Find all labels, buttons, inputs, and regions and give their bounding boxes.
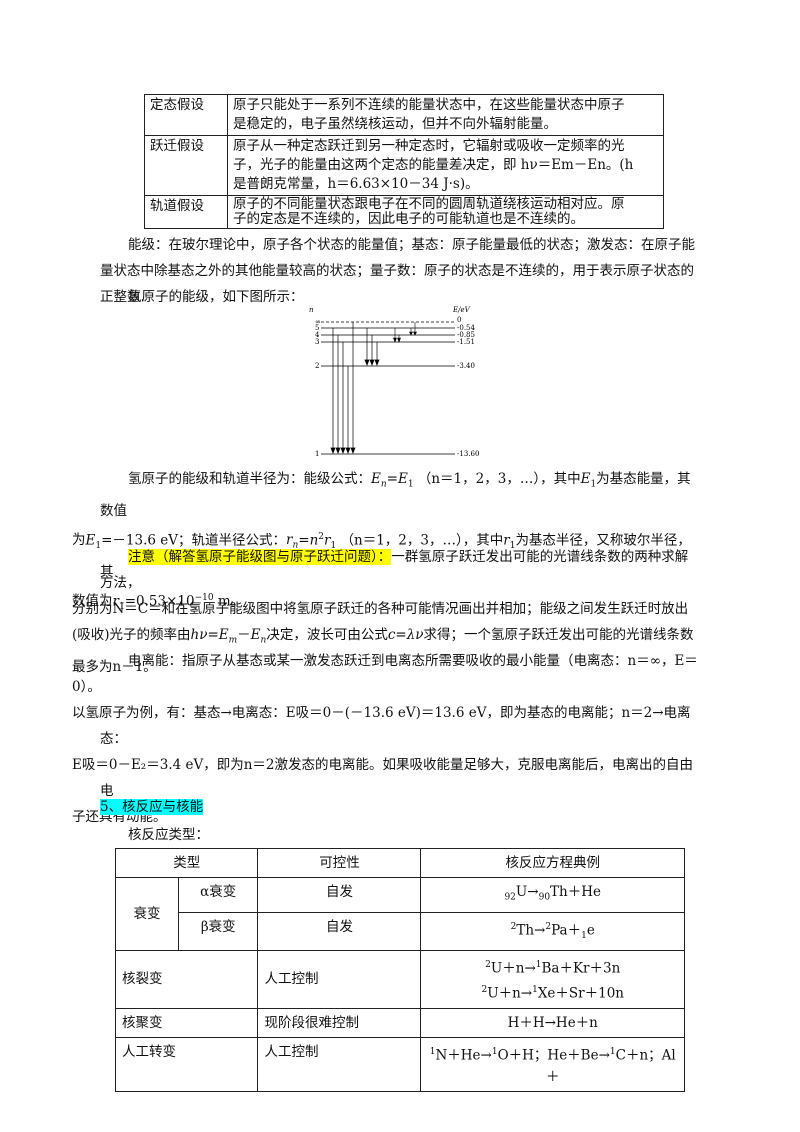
level-n-label: 4 xyxy=(315,331,320,339)
level-e-label: -0.54 xyxy=(457,324,475,332)
note-title: 注意（解答氢原子能级图与原子跃迁问题）： xyxy=(128,549,392,565)
transitions-to-n2 xyxy=(364,328,380,366)
fusion-equation: H＋H→He＋n xyxy=(420,1007,685,1038)
level-n-label: 5 xyxy=(315,324,319,332)
reactions-table: 类型 可控性 核反应方程典例 衰变 α衰变 自发 92U→90Th＋He β衰变… xyxy=(114,848,685,1093)
postulate-term: 跃迁假设 xyxy=(144,135,228,196)
level-e-label: 0 xyxy=(457,316,461,324)
n-axis-label: n xyxy=(309,306,314,314)
energy-axis-label: E/eV xyxy=(452,306,471,314)
transitions-to-ground xyxy=(330,322,356,454)
table-row: 轨道假设 原子的不同能量状态跟电子在不同的圆周轨道绕核运动相对应。原子的定态是不… xyxy=(144,195,664,229)
postulate-desc: 原子从一种定态跃迁到另一种定态时，它辐射或吸收一定频率的光子，光子的能量由这两个… xyxy=(227,135,664,196)
table-row: 定态假设 原子只能处于一系列不连续的能量状态中，在这些能量状态中原子是稳定的，电… xyxy=(144,94,664,136)
table-row: 核聚变 现阶段很难控制 H＋H→He＋n xyxy=(114,1007,685,1038)
artificial-equation: 1N＋He→1O＋H；He＋Be→1C＋n；Al＋ xyxy=(420,1036,685,1093)
table-row: 跃迁假设 原子从一种定态跃迁到另一种定态时，它辐射或吸收一定频率的光子，光子的能… xyxy=(144,135,664,196)
postulate-term: 轨道假设 xyxy=(144,195,228,229)
transitions-to-n3 xyxy=(393,328,401,343)
postulate-desc: 原子只能处于一系列不连续的能量状态中，在这些能量状态中原子是稳定的，电子虽然绕核… xyxy=(227,94,664,136)
level-n-label: ∞ xyxy=(315,318,321,326)
postulate-desc: 原子的不同能量状态跟电子在不同的圆周轨道绕核运动相对应。原子的定态是不连续的，因… xyxy=(227,195,664,229)
levels-paragraph: 能级：在玻尔理论中，原子各个状态的能量值；基态：原子能量最低的状态；激发态：在原… xyxy=(100,237,695,305)
table-row: 人工转变 人工控制 1N＋He→1O＋H；He＋Be→1C＋n；Al＋ xyxy=(114,1036,685,1093)
alpha-equation: 92U→90Th＋He xyxy=(420,877,685,913)
energy-level-diagram: n E/eV ∞ 5 4 3 2 1 0 -0.54 -0.85 -1.51 -… xyxy=(309,306,479,458)
transitions-to-n4 xyxy=(409,322,417,336)
level-e-label: -3.40 xyxy=(457,362,475,370)
postulates-table: 定态假设 原子只能处于一系列不连续的能量状态中，在这些能量状态中原子是稳定的，电… xyxy=(144,94,664,229)
hydrogen-paragraph: 氢原子的能级，如下图所示： xyxy=(128,289,304,305)
table-header-row: 类型 可控性 核反应方程典例 xyxy=(114,848,685,878)
level-e-label: -13.60 xyxy=(457,450,479,458)
ionization-paragraph: 电离能：指原子从基态或某一激发态跃迁到电离态所需要吸收的最小能量（电离态：n＝∞… xyxy=(72,653,698,825)
reaction-intro: 核反应类型： xyxy=(128,827,209,843)
level-n-label: 2 xyxy=(315,362,319,370)
note-paragraph: 注意（解答氢原子能级图与原子跃迁问题）：一群氢原子跃迁发出可能的光谱线条数的两种… xyxy=(72,549,694,675)
level-n-label: 1 xyxy=(315,450,319,458)
formula-paragraph: 氢原子的能级和轨道半径为：能级公式：En=E1 （n＝1，2，3，…），其中E1… xyxy=(72,471,691,613)
table-row: 衰变 α衰变 自发 92U→90Th＋He xyxy=(115,877,685,951)
level-e-label: -1.51 xyxy=(457,338,475,346)
section-heading: 5、核反应与核能 xyxy=(100,799,204,815)
table-row: β衰变 自发 2Th→2Pa＋1e xyxy=(116,911,685,951)
postulate-term: 定态假设 xyxy=(144,94,228,136)
beta-equation: 2Th→2Pa＋1e xyxy=(420,911,685,951)
level-n-label: 3 xyxy=(315,338,319,346)
level-e-label: -0.85 xyxy=(457,331,475,339)
